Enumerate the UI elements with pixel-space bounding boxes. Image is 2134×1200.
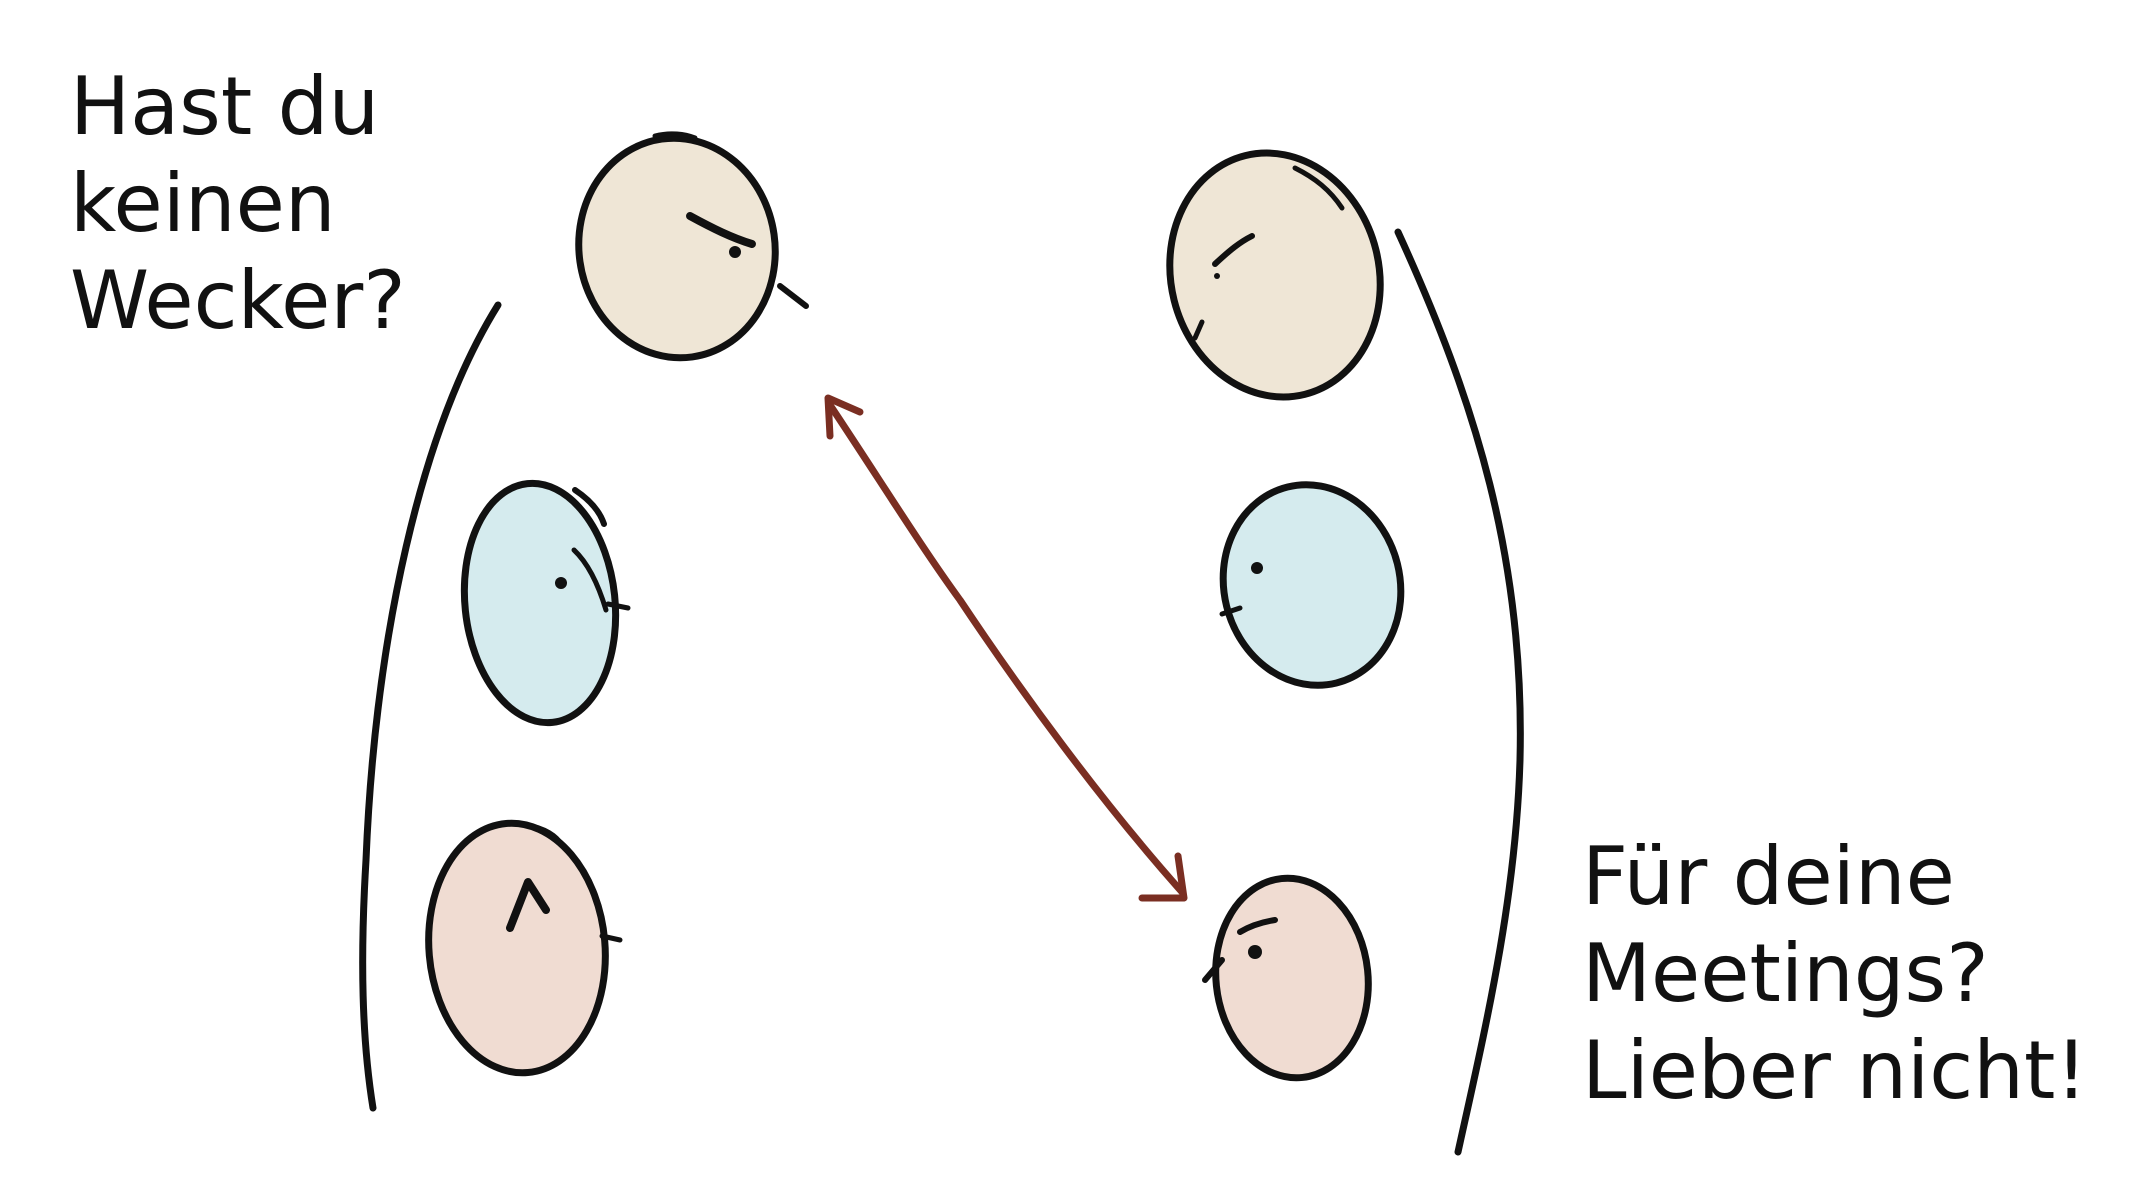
left-caption-line-2: keinen: [70, 157, 336, 250]
face-right-beige-eye: [1214, 273, 1220, 279]
face-right-pink-head: [1212, 874, 1372, 1082]
right-caption-line-2: Meetings?: [1582, 927, 1989, 1020]
left-speech-caption: Hast du keinen Wecker?: [70, 58, 406, 349]
right-caption-line-1: Für deine: [1582, 830, 1955, 923]
right-caption-line-3: Lieber nicht!: [1582, 1024, 2088, 1117]
arrow-shaft: [826, 401, 1186, 896]
face-right-blue-nose: [1219, 605, 1243, 617]
face-left-pink: [425, 819, 623, 1077]
face-left-pink-nose: [599, 933, 623, 943]
face-right-blue: [1219, 481, 1405, 689]
face-right-blue-head: [1219, 481, 1405, 689]
face-right-pink-eye: [1248, 945, 1262, 959]
face-right-pink: [1202, 874, 1372, 1082]
face-right-pink-nose: [1202, 957, 1225, 983]
arrow-head-top: [824, 394, 864, 440]
face-right-blue-eye: [1251, 562, 1263, 574]
left-caption-line-3: Wecker?: [70, 254, 406, 347]
face-left-blue-eye: [555, 577, 567, 589]
face-left-blue-hair-stroke: [571, 547, 609, 613]
face-right-beige: [1166, 149, 1384, 401]
right-group-bracket: [1394, 228, 1524, 1156]
face-left-pink-brow: [506, 878, 550, 932]
face-left-beige-hair: [652, 131, 698, 141]
face-left-beige-brow: [686, 212, 756, 248]
face-right-beige-head: [1166, 149, 1384, 401]
double-arrow-connector: [824, 394, 1188, 902]
face-right-beige-nose: [1192, 319, 1205, 341]
face-left-beige: [575, 131, 809, 362]
face-left-pink-hair: [517, 821, 563, 845]
face-left-blue-hair: [572, 487, 607, 527]
face-right-beige-brow: [1212, 233, 1255, 267]
face-right-beige-hair: [1292, 165, 1345, 211]
left-group-bracket: [359, 301, 502, 1112]
arrow-head-bottom: [1138, 852, 1188, 902]
face-right-pink-brow: [1237, 917, 1278, 935]
face-left-blue-head: [460, 479, 620, 727]
right-speech-caption: Für deine Meetings? Lieber nicht!: [1582, 828, 2087, 1119]
face-left-pink-head: [425, 819, 609, 1077]
face-left-beige-nose: [777, 283, 809, 309]
face-left-blue-nose: [605, 601, 631, 611]
face-left-beige-eye: [729, 246, 741, 258]
face-left-blue: [460, 479, 631, 727]
left-caption-line-1: Hast du: [70, 60, 380, 153]
face-left-beige-head: [575, 134, 779, 362]
